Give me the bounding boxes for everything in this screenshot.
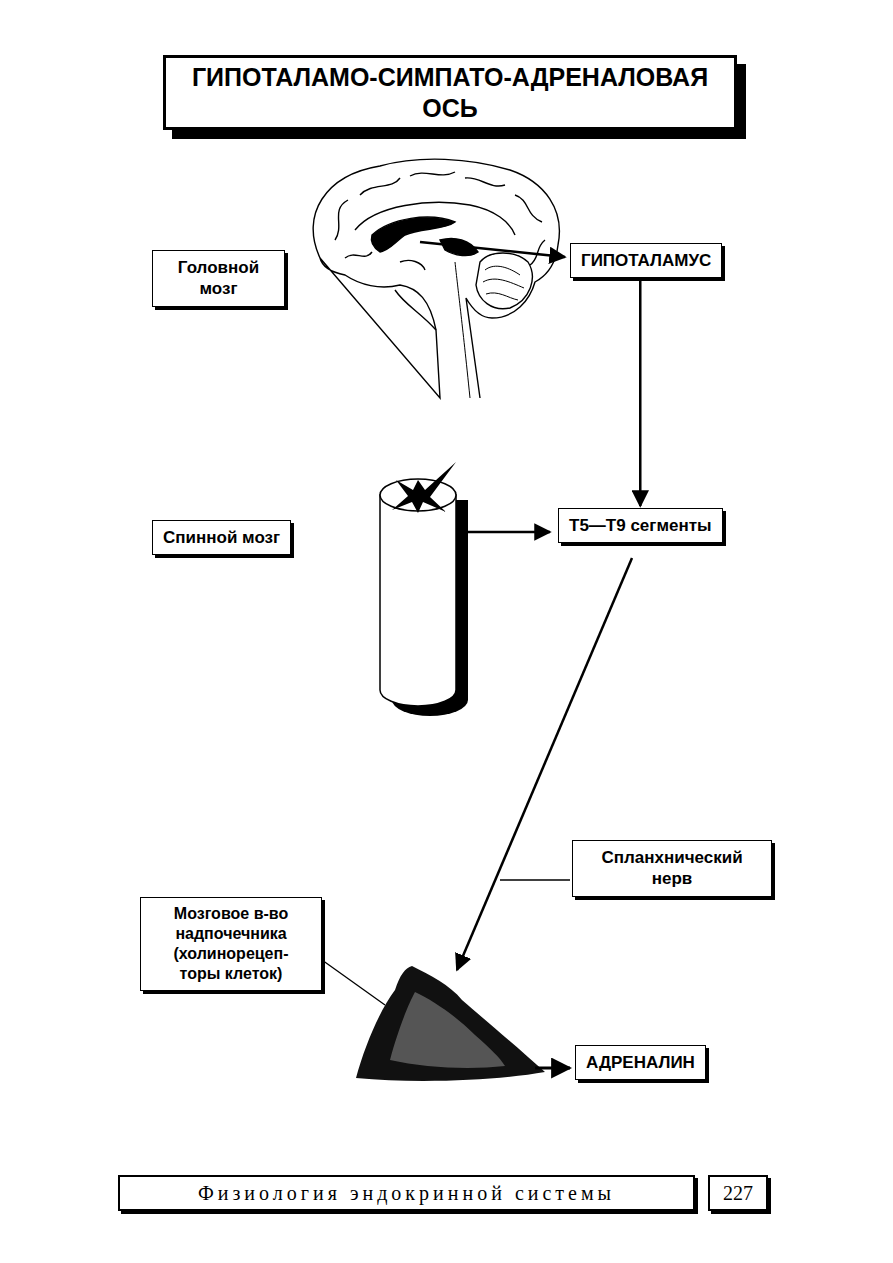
leader-line xyxy=(500,879,570,880)
node-label: Головной мозг xyxy=(163,257,274,300)
arrow xyxy=(535,1067,570,1070)
splanchnic-nerve-line xyxy=(457,558,632,970)
node-label: Спинной мозг xyxy=(163,527,280,548)
label-box: Спинной мозг xyxy=(152,520,291,555)
brain-illustration xyxy=(313,159,559,398)
arrow xyxy=(420,242,565,257)
node-label: Спланхнический нерв xyxy=(583,847,761,890)
page-number: 227 xyxy=(723,1182,753,1205)
label-box: Спланхнический нерв xyxy=(572,840,772,897)
node-label: Мозговое в-во надпочечника (холинорецеп-… xyxy=(151,904,311,984)
footer-box: 227 xyxy=(708,1175,768,1211)
arrow-connector xyxy=(639,279,642,506)
node-label: ГИПОТАЛАМУС xyxy=(581,250,711,271)
label-box: ГИПОТАЛАМУС xyxy=(570,243,722,278)
label-box: Мозговое в-во надпочечника (холинорецеп-… xyxy=(140,897,322,991)
footer-box: Физиология эндокринной системы xyxy=(118,1175,695,1211)
label-box: T5—T9 сегменты xyxy=(558,508,723,543)
arrow xyxy=(456,531,550,534)
leader-line xyxy=(322,960,385,1005)
title: ГИПОТАЛАМО-СИМПАТО-АДРЕНАЛОВАЯ ОСЬ xyxy=(166,62,734,124)
node-label: АДРЕНАЛИН xyxy=(586,1052,695,1073)
node-label: T5—T9 сегменты xyxy=(569,515,712,536)
label-box: Головной мозг xyxy=(152,250,285,307)
footer-text: Физиология эндокринной системы xyxy=(198,1182,615,1205)
label-box: АДРЕНАЛИН xyxy=(575,1045,706,1080)
spinal-cord-illustration xyxy=(380,462,468,716)
adrenal-illustration xyxy=(356,966,545,1081)
title-box: ГИПОТАЛАМО-СИМПАТО-АДРЕНАЛОВАЯ ОСЬ xyxy=(163,55,737,130)
